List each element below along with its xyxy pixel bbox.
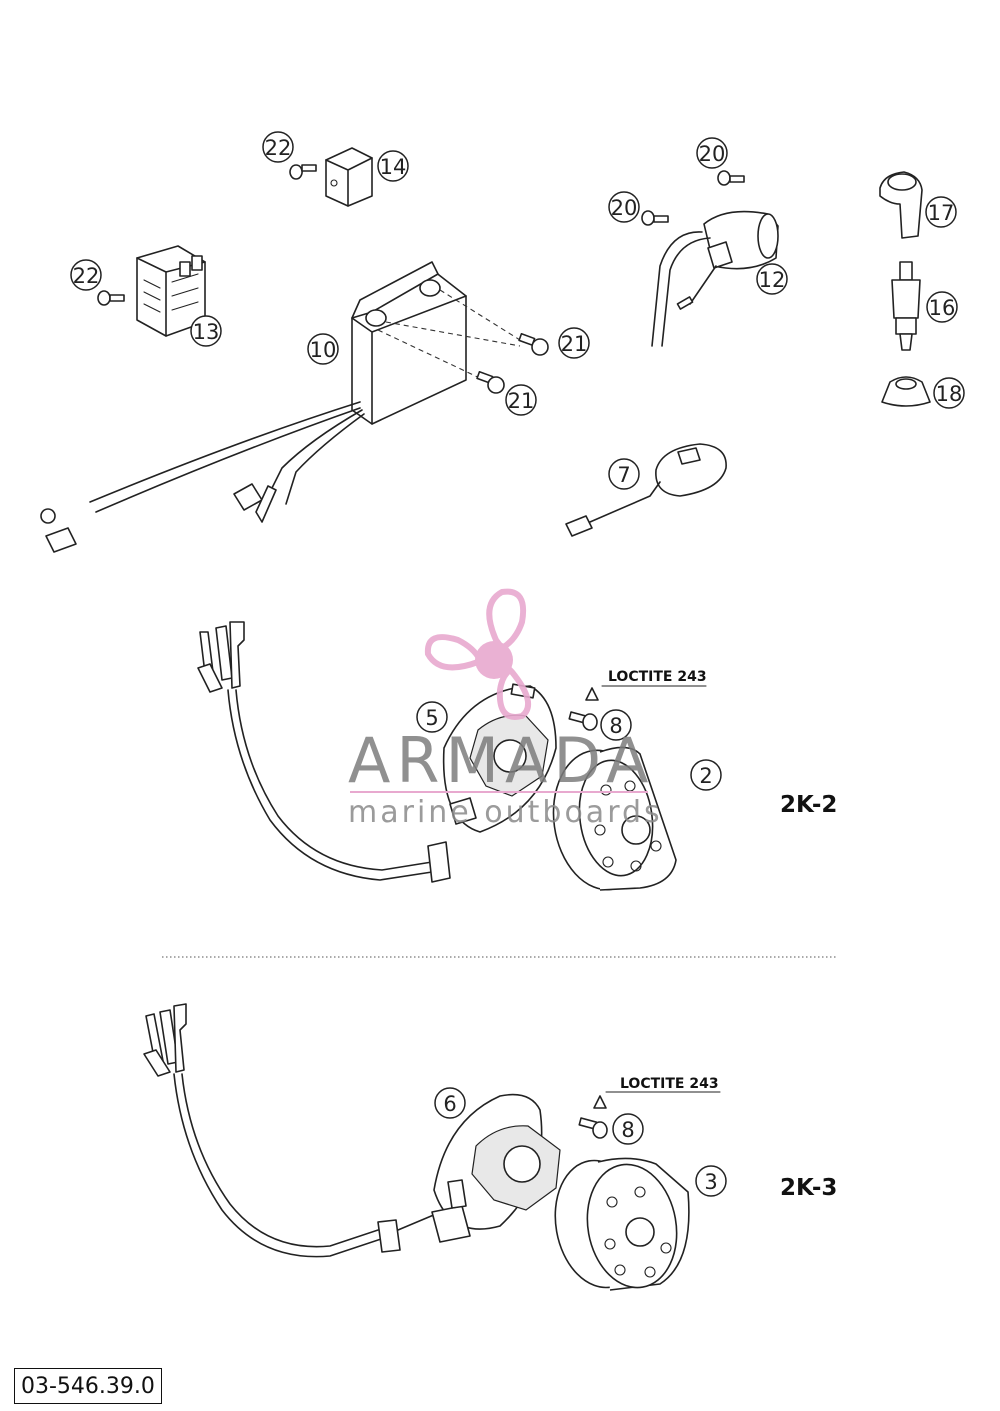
callout-22-a: 22 bbox=[262, 131, 294, 163]
part-7-sensor bbox=[565, 443, 727, 537]
svg-text:16: 16 bbox=[929, 296, 956, 320]
watermark-title: ARMADA bbox=[348, 724, 654, 797]
watermark-subtitle: marine outboards bbox=[348, 795, 663, 830]
svg-text:22: 22 bbox=[73, 264, 100, 288]
2k3-bolt bbox=[578, 1095, 608, 1139]
propeller-hub bbox=[475, 641, 513, 679]
callout-12: 12 bbox=[756, 263, 788, 295]
variant-label-2k2: 2K-2 bbox=[780, 792, 837, 818]
callout-21-a: 21 bbox=[558, 327, 590, 359]
callout-3: 3 bbox=[695, 1165, 727, 1197]
2k3-loctite-note: LOCTITE 243 bbox=[620, 1076, 719, 1092]
callout-7: 7 bbox=[608, 458, 640, 490]
callout-2: 2 bbox=[690, 759, 722, 791]
watermark-logo bbox=[424, 588, 532, 720]
callout-16: 16 bbox=[926, 291, 958, 323]
reference-number: 03-546.39.0 bbox=[14, 1368, 162, 1404]
part-20-screw-a bbox=[717, 170, 745, 186]
callout-17: 17 bbox=[925, 196, 957, 228]
2k3-flywheel bbox=[554, 1157, 690, 1291]
part-18-seal bbox=[881, 376, 931, 407]
svg-text:8: 8 bbox=[621, 1118, 634, 1142]
svg-text:10: 10 bbox=[310, 338, 337, 362]
part-10-cdi-unit bbox=[351, 261, 521, 425]
callout-22-b: 22 bbox=[70, 259, 102, 291]
propeller-blade-top bbox=[486, 588, 526, 652]
callout-21-b: 21 bbox=[505, 384, 537, 416]
callout-13: 13 bbox=[190, 315, 222, 347]
svg-text:14: 14 bbox=[380, 155, 407, 179]
callout-5: 5 bbox=[416, 701, 448, 733]
part-21-bolt-b bbox=[476, 370, 505, 394]
callout-20-b: 20 bbox=[608, 191, 640, 223]
callout-8-a: 8 bbox=[600, 709, 632, 741]
2k2-stator-plate bbox=[442, 683, 557, 833]
2k2-flywheel bbox=[552, 746, 677, 891]
svg-text:20: 20 bbox=[611, 196, 638, 220]
svg-text:17: 17 bbox=[928, 201, 955, 225]
part-13-regulator bbox=[136, 245, 206, 337]
part-10-wiring bbox=[40, 401, 365, 553]
variant-label-2k3: 2K-3 bbox=[780, 1175, 837, 1201]
part-12-ignition-coil bbox=[651, 210, 779, 347]
propeller-blade-left bbox=[424, 634, 484, 671]
callout-20-a: 20 bbox=[696, 137, 728, 169]
svg-text:20: 20 bbox=[699, 142, 726, 166]
callout-8-b: 8 bbox=[612, 1113, 644, 1145]
callout-10: 10 bbox=[307, 333, 339, 365]
2k3-stator-plate bbox=[431, 1093, 561, 1243]
svg-text:22: 22 bbox=[265, 136, 292, 160]
svg-text:13: 13 bbox=[193, 320, 220, 344]
svg-text:7: 7 bbox=[617, 463, 630, 487]
2k3-stator-wiring bbox=[143, 1003, 437, 1258]
part-22-screw-b bbox=[97, 290, 125, 306]
2k2-stator-wiring bbox=[197, 621, 451, 883]
svg-text:12: 12 bbox=[759, 268, 786, 292]
part-21-bolt-a bbox=[518, 332, 549, 356]
part-17-plug-cap bbox=[879, 171, 923, 239]
svg-text:2: 2 bbox=[699, 764, 712, 788]
2k2-loctite-note: LOCTITE 243 bbox=[608, 669, 707, 685]
part-16-spark-plug bbox=[891, 261, 921, 351]
svg-text:21: 21 bbox=[508, 389, 535, 413]
svg-text:21: 21 bbox=[561, 332, 588, 356]
callout-18: 18 bbox=[933, 377, 965, 409]
svg-text:3: 3 bbox=[704, 1170, 717, 1194]
svg-text:8: 8 bbox=[609, 714, 622, 738]
svg-text:5: 5 bbox=[425, 706, 438, 730]
svg-text:6: 6 bbox=[443, 1092, 456, 1116]
part-14-relay bbox=[325, 147, 373, 207]
callout-6: 6 bbox=[434, 1087, 466, 1119]
part-22-screw-a bbox=[289, 164, 317, 180]
propeller-blade-right bbox=[496, 666, 532, 720]
part-20-screw-b bbox=[641, 210, 669, 226]
callout-14: 14 bbox=[377, 150, 409, 182]
svg-text:18: 18 bbox=[936, 382, 963, 406]
2k2-bolt bbox=[568, 687, 599, 731]
